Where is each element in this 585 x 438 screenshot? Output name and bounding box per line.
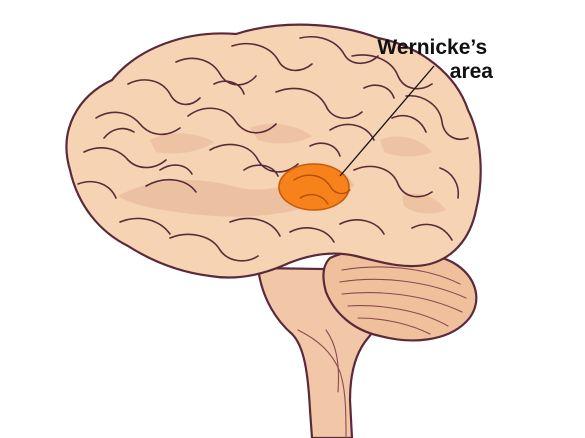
wernickes-area [278,163,351,211]
label-line-2: area [450,60,494,83]
wernickes-area-label: Wernicke’s area [377,36,493,83]
label-line-1: Wernicke’s [377,36,487,59]
cerebrum [65,23,482,279]
label-leader-line [339,65,435,177]
